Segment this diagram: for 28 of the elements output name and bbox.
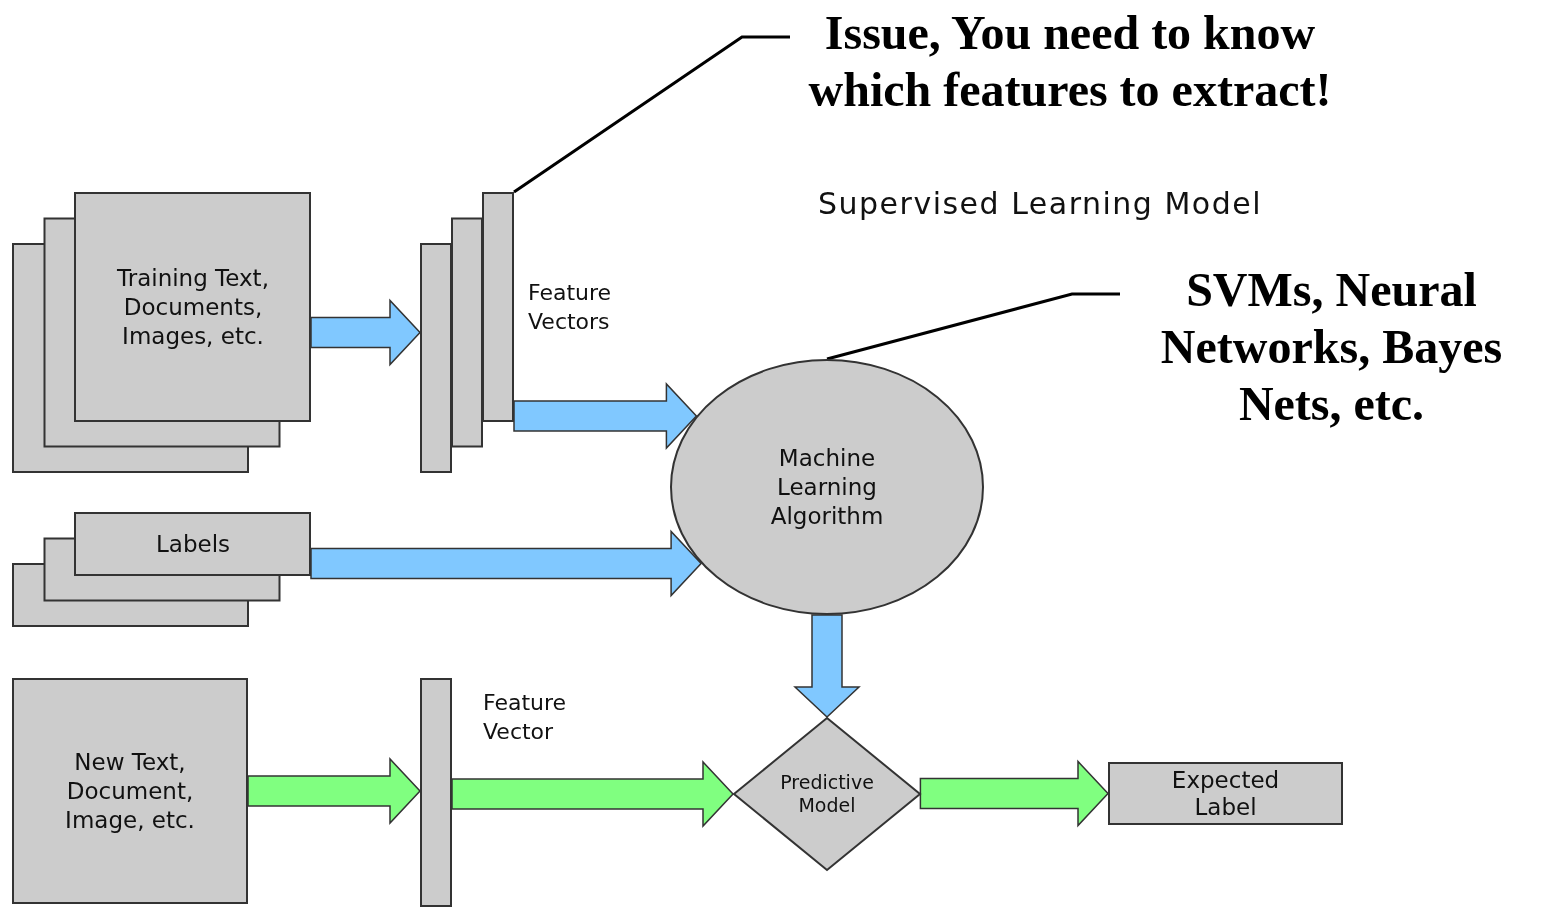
document-sheet: [12, 678, 248, 904]
node-text: Training Text, Documents, Images, etc.: [116, 263, 270, 351]
block-arrow: [513, 382, 698, 450]
node-text: Machine Learning Algorithm: [769, 443, 885, 531]
vector-stack: [420, 192, 514, 473]
decision-diamond: [733, 717, 921, 871]
leader-line: [513, 35, 790, 194]
algorithm-ellipse: [670, 359, 984, 615]
diagram-title: Supervised Learning Model: [818, 186, 1262, 221]
block-arrow: [310, 298, 422, 367]
output-box: [1108, 762, 1343, 825]
callout-text: SVMs, Neural Networks, Bayes Nets, etc.: [1120, 261, 1543, 432]
node-text: Predictive Model: [779, 771, 875, 817]
block-arrow: [310, 529, 703, 598]
callout-text: Issue, You need to know which features to extract!: [790, 4, 1350, 175]
block-arrow: [919, 759, 1110, 828]
document-stack: [12, 192, 311, 473]
node-caption: Feature Vectors: [528, 279, 613, 336]
node-text: Expected Label: [1170, 766, 1281, 821]
label-stack: [12, 512, 311, 627]
node-text: Labels: [156, 529, 230, 559]
block-arrow: [451, 760, 735, 828]
vector-bar: [420, 678, 452, 907]
node-text: New Text, Document, Image, etc.: [64, 747, 196, 835]
node-caption: Feature Vector: [483, 689, 568, 746]
leader-line: [826, 292, 1120, 361]
block-arrow: [247, 757, 422, 825]
block-arrow: [793, 614, 861, 719]
